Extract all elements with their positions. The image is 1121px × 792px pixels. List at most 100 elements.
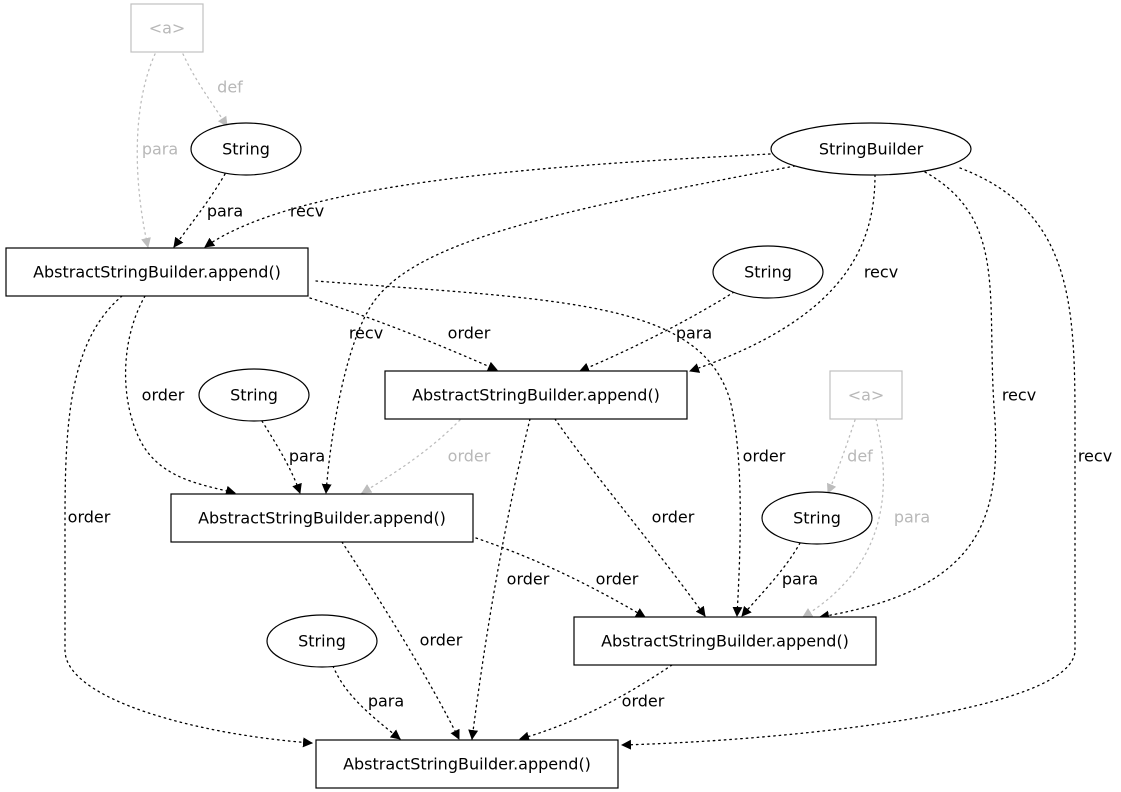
edge-label-para: para — [289, 447, 325, 466]
edge-line — [124, 295, 236, 496]
node-label: String — [744, 263, 792, 282]
node-ellipse — [761, 491, 873, 545]
edge-asb3-to-asb4-order: order — [475, 537, 646, 618]
edge-s2-to-asb2-para: para — [579, 291, 735, 373]
node-box — [170, 493, 474, 543]
edge-line — [361, 419, 461, 494]
edge-line — [554, 418, 706, 617]
edge-label-order: order — [142, 386, 185, 405]
edge-a1-to-s1-def: def — [182, 53, 243, 127]
edge-asb3-to-asb5-order: order — [341, 541, 463, 740]
edge-label-order: order — [622, 692, 665, 711]
node-label: AbstractStringBuilder.append() — [33, 263, 281, 282]
edge-s4-to-asb4-para: para — [741, 542, 818, 617]
edge-asb1-to-asb5-order: order — [64, 295, 313, 748]
edge-s5-to-asb5-para: para — [332, 665, 404, 740]
node-label: String — [230, 386, 278, 405]
edge-label-para: para — [782, 570, 818, 589]
node-asb1: AbstractStringBuilder.append() — [5, 247, 309, 297]
edge-a1-to-asb1-para: para — [136, 53, 178, 248]
edge-line — [519, 664, 673, 742]
node-ellipse — [266, 614, 378, 668]
node-label: String — [793, 509, 841, 528]
edge-sb-to-asb5-recv: recv — [621, 167, 1112, 750]
edge-label-para: para — [368, 692, 404, 711]
edge-line — [309, 297, 498, 371]
node-label: AbstractStringBuilder.append() — [198, 509, 446, 528]
node-s5: String — [266, 614, 378, 668]
node-ellipse — [190, 122, 302, 176]
edge-label-def: def — [217, 78, 243, 97]
edge-a2-to-s4-def: def — [827, 419, 873, 494]
edge-label-order: order — [743, 447, 786, 466]
node-box — [573, 616, 877, 666]
edge-asb2-to-asb5-order: order — [468, 418, 550, 740]
node-s2: String — [712, 245, 824, 299]
node-label: <a> — [848, 386, 885, 405]
nodes-layer: <a> String StringBuilderAbstractStringBuil… — [5, 3, 972, 789]
edge-label-para: para — [894, 508, 930, 527]
edge-line — [621, 167, 1076, 750]
edge-line — [204, 153, 771, 248]
node-label: AbstractStringBuilder.append() — [412, 386, 660, 405]
edge-line — [827, 419, 856, 494]
edge-asb1-to-asb2-order: order — [309, 297, 498, 371]
node-ellipse — [712, 245, 824, 299]
edge-sb-to-asb1-recv: recv — [204, 153, 771, 248]
edge-line — [136, 53, 156, 248]
edge-label-recv: recv — [1078, 447, 1112, 466]
node-label: String — [298, 632, 346, 651]
edge-line — [341, 541, 460, 740]
node-label: StringBuilder — [819, 140, 924, 159]
node-s3: String — [198, 368, 310, 422]
edge-line — [261, 420, 302, 494]
edge-line — [315, 280, 743, 617]
edge-label-def: def — [847, 447, 873, 466]
node-asb3: AbstractStringBuilder.append() — [170, 493, 474, 543]
edge-label-order: order — [596, 570, 639, 589]
edge-label-order: order — [448, 447, 491, 466]
edge-sb-to-asb4-recv: recv — [819, 171, 1036, 621]
edge-label-recv: recv — [864, 263, 898, 282]
node-sb: StringBuilder — [770, 122, 972, 176]
edge-label-order: order — [420, 631, 463, 650]
node-label: <a> — [149, 19, 186, 38]
edge-line — [468, 418, 531, 740]
node-box — [315, 739, 619, 789]
edge-s1-to-asb1-para: para — [173, 173, 243, 248]
edge-label-order: order — [68, 508, 111, 527]
edge-line — [689, 174, 876, 373]
node-s1: String — [190, 122, 302, 176]
edge-asb1-to-asb4-order: order — [315, 280, 786, 617]
edge-label-recv: recv — [1002, 386, 1036, 405]
node-a1: <a> — [130, 3, 204, 53]
node-box — [384, 370, 688, 420]
edge-label-order: order — [652, 508, 695, 527]
edge-line — [64, 295, 313, 748]
edge-asb2-to-asb4-order: order — [554, 418, 706, 617]
edge-label-recv: recv — [290, 202, 324, 221]
edge-sb-to-asb3-recv: recv — [321, 165, 796, 494]
edge-label-order: order — [507, 570, 550, 589]
node-ellipse — [198, 368, 310, 422]
edge-line — [475, 537, 646, 618]
node-asb4: AbstractStringBuilder.append() — [573, 616, 877, 666]
edge-a2-to-asb4-para: para — [802, 418, 930, 618]
node-asb2: AbstractStringBuilder.append() — [384, 370, 688, 420]
node-s4: String — [761, 491, 873, 545]
edge-label-para: para — [207, 202, 243, 221]
edge-line — [173, 173, 226, 248]
edge-line — [321, 165, 796, 494]
node-label: String — [222, 140, 270, 159]
node-a2: <a> — [829, 370, 903, 420]
edge-line — [741, 542, 801, 617]
edge-sb-to-asb2-recv: recv — [689, 174, 898, 373]
edge-label-recv: recv — [349, 324, 383, 343]
node-label: AbstractStringBuilder.append() — [343, 755, 591, 774]
edge-asb4-to-asb5-order: order — [519, 664, 673, 742]
edge-line — [332, 665, 401, 740]
edge-label-para: para — [142, 140, 178, 159]
edge-label-order: order — [448, 324, 491, 343]
edge-asb2-to-asb3-order: order — [361, 419, 491, 494]
